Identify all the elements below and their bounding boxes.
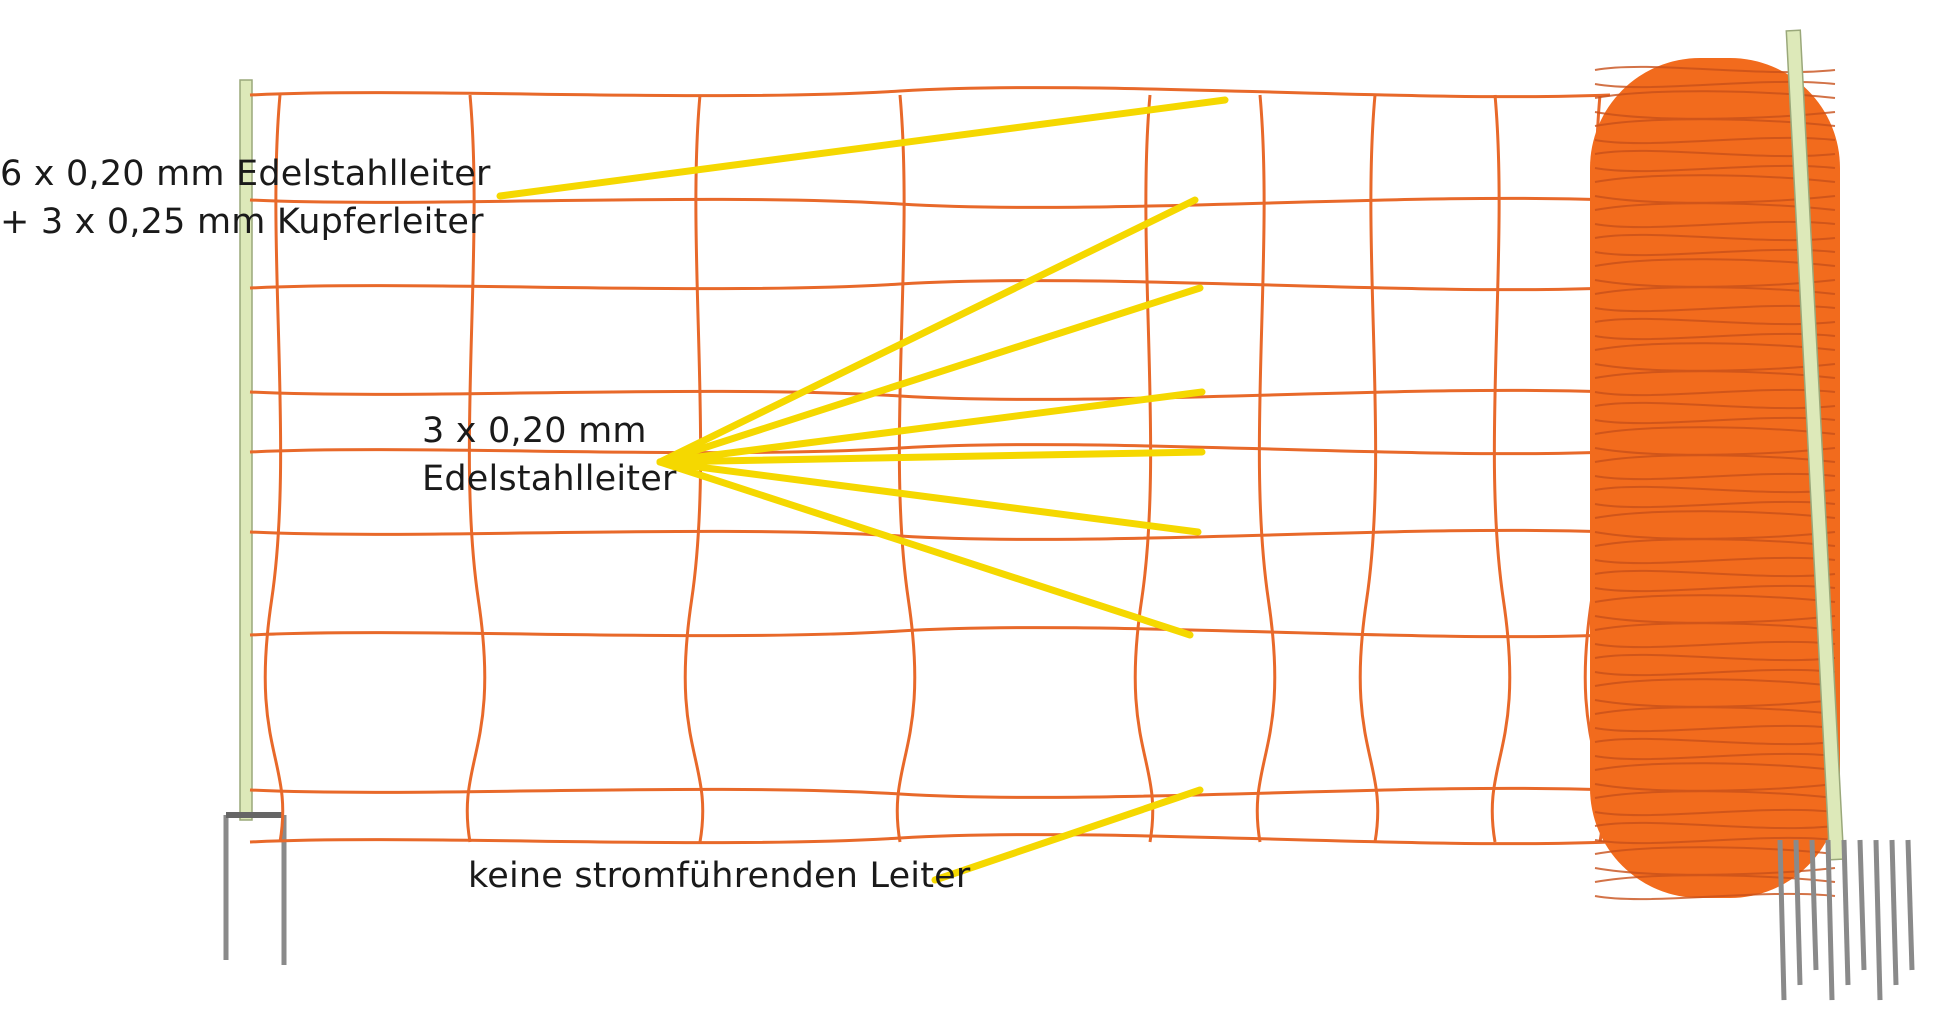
roll-wire [1594, 846, 1836, 855]
leader-line-mid-2 [656, 284, 1204, 466]
roll-wire [1594, 485, 1836, 494]
roll-wire [1594, 90, 1836, 99]
roll-wire [1594, 892, 1836, 901]
label-middle-conductors: 3 x 0,20 mm Edelstahlleiter [422, 407, 677, 503]
roll-wire [1594, 584, 1836, 593]
roll-wire [1594, 556, 1836, 565]
roll-wire [1594, 678, 1836, 687]
roll-wire [1594, 454, 1836, 463]
net-horizontal-wire [249, 528, 1611, 541]
net-vertical-wire [683, 94, 705, 843]
leader-line-mid-6 [656, 458, 1194, 639]
roll-spike [1905, 839, 1915, 971]
roll-wire [1594, 416, 1836, 425]
net-horizontal-wire [249, 86, 1611, 99]
roll-spike [1809, 839, 1819, 971]
roll-wire [1594, 538, 1836, 547]
roll-wire [1594, 472, 1836, 481]
roll-spike [1777, 839, 1787, 1001]
roll-wire [1594, 80, 1836, 89]
net-horizontal-wire [249, 786, 1611, 799]
net-horizontal-wire [249, 196, 1611, 209]
label-top-line1: 6 x 0,20 mm Edelstahlleiter [0, 154, 491, 194]
net-vertical-wire [1358, 94, 1380, 843]
leader-line-mid-1 [656, 196, 1199, 466]
roll-wire [1594, 752, 1836, 761]
roll-wire [1594, 874, 1836, 883]
roll-wire [1594, 808, 1836, 817]
label-middle-line1: 3 x 0,20 mm [422, 411, 647, 451]
roll-wire [1594, 594, 1836, 603]
net-horizontal-wire [249, 279, 1611, 292]
roll-wire [1594, 510, 1836, 519]
roll-wire [1594, 706, 1836, 715]
roll-wire [1594, 836, 1836, 845]
roll-spike [1857, 839, 1867, 971]
roll-wire [1594, 668, 1836, 677]
left-fence-post [223, 79, 287, 965]
net-horizontal-wire [249, 833, 1611, 846]
leader-line-bottom [931, 786, 1204, 884]
leader-line-top [496, 96, 1229, 200]
leader-line-mid-5 [656, 458, 1202, 536]
leader-line-mid-3 [656, 388, 1206, 466]
roll-wire [1594, 65, 1836, 74]
roll-wire [1594, 737, 1836, 746]
label-top-line2: + 3 x 0,25 mm Kupferleiter [0, 202, 484, 242]
net-vertical-wire [465, 94, 487, 843]
unrolled-net [249, 86, 1611, 846]
net-vertical-wire [263, 94, 285, 843]
rolled-net-bundle [1590, 29, 1915, 1001]
roll-spike [1873, 839, 1883, 1001]
roll-wire [1594, 569, 1836, 578]
label-middle-line2: Edelstahlleiter [422, 459, 677, 499]
leader-line-mid-4 [656, 448, 1206, 466]
net-horizontal-wire [249, 388, 1611, 401]
roll-spike [1825, 839, 1835, 1001]
roll-wire [1594, 640, 1836, 649]
net-vertical-wire [1490, 94, 1512, 843]
roll-wire [1594, 622, 1836, 631]
roll-wire [1594, 500, 1836, 509]
roll-wire [1594, 790, 1836, 799]
label-bottom-conductor: keine stromführenden Leiter [468, 852, 970, 900]
leader-lines [496, 96, 1229, 884]
net-vertical-wire [1133, 94, 1155, 843]
roll-spike [1841, 839, 1851, 986]
roll-wire [1594, 426, 1836, 435]
roll-spike [1793, 839, 1803, 986]
roll-wire [1594, 724, 1836, 733]
net-vertical-wire [895, 94, 917, 843]
roll-spike [1889, 839, 1899, 986]
roll-wire [1594, 821, 1836, 830]
label-bottom-text: keine stromführenden Leiter [468, 856, 971, 896]
roll-wire [1594, 653, 1836, 662]
label-top-conductors: 6 x 0,20 mm Edelstahlleiter + 3 x 0,25 m… [0, 150, 491, 246]
net-horizontal-wire [249, 626, 1611, 639]
roll-wire [1594, 762, 1836, 771]
net-vertical-wire [1255, 94, 1277, 843]
